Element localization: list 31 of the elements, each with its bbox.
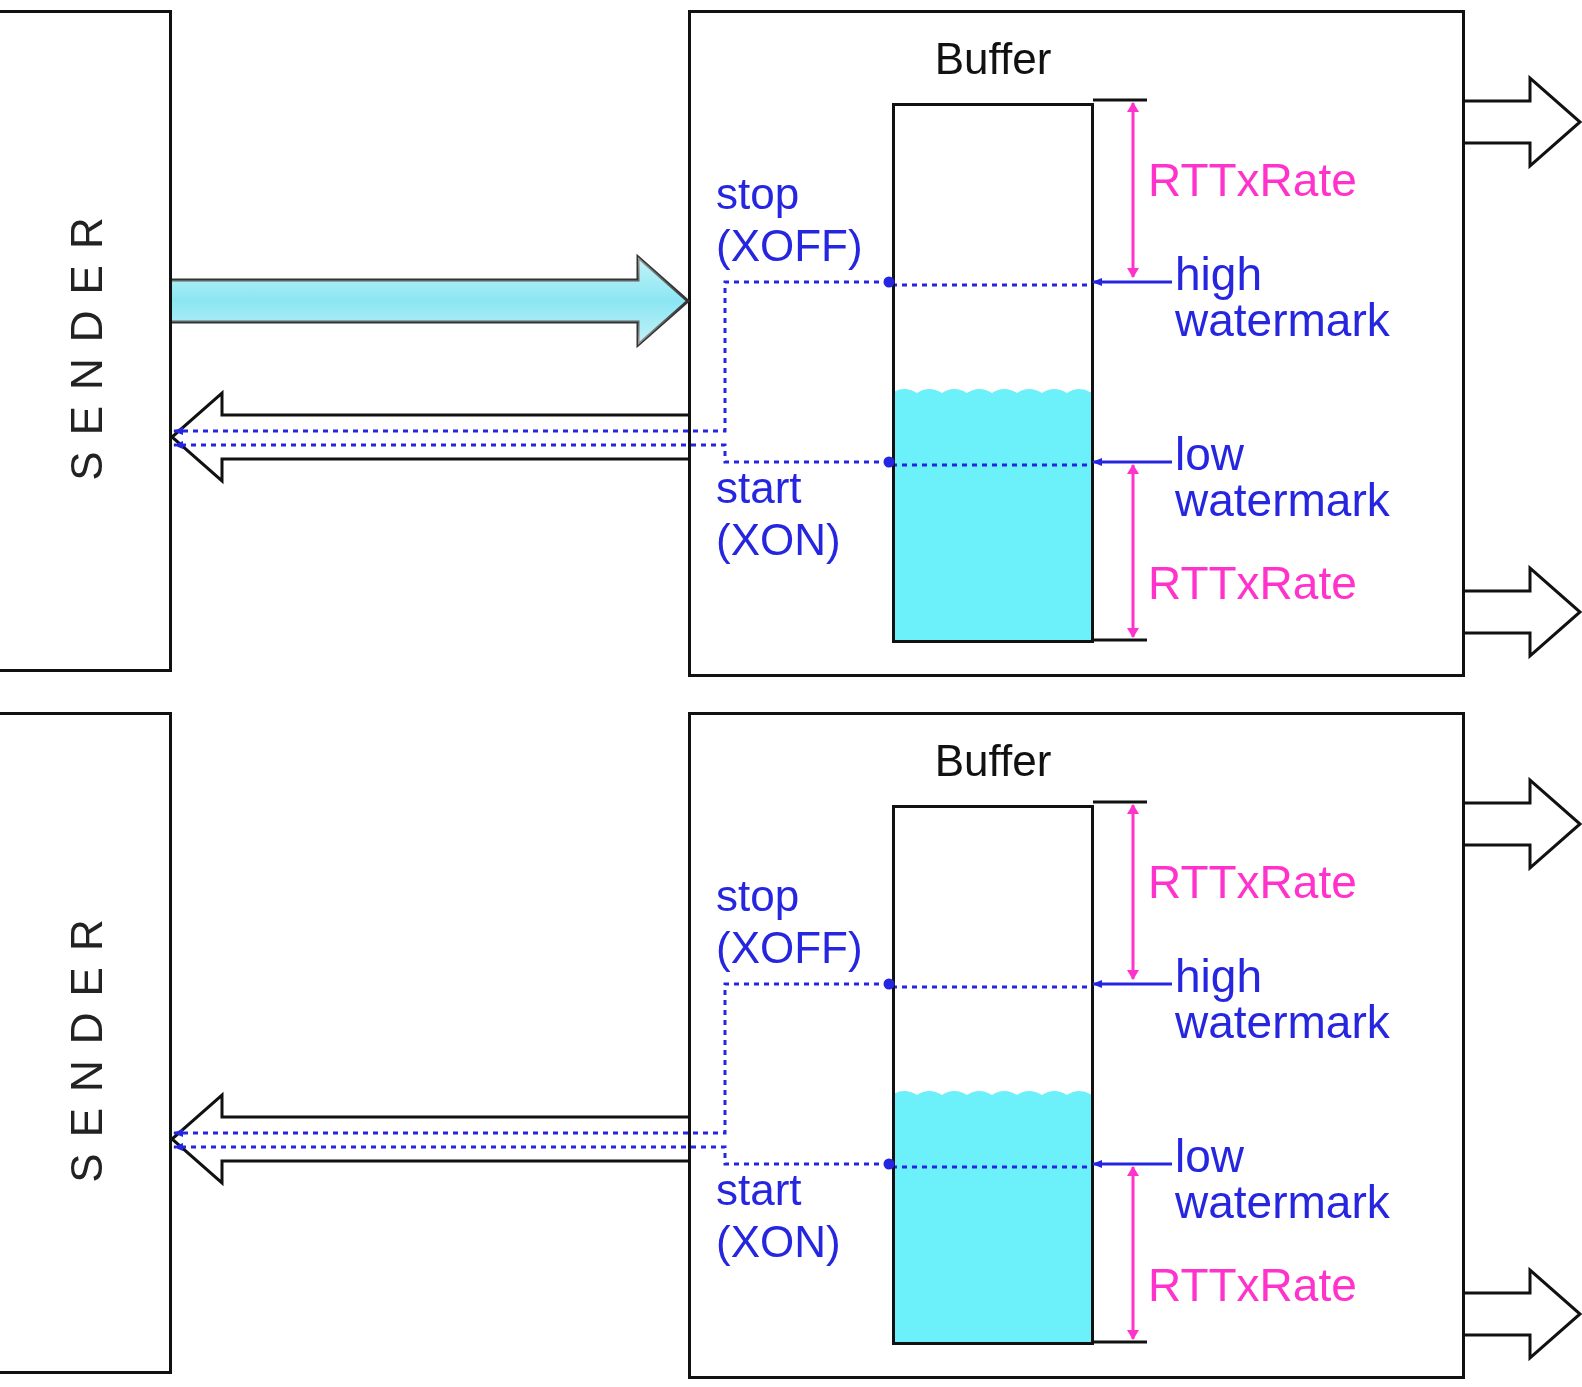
- dimension-label: RTTxRate: [1148, 1260, 1357, 1310]
- buffer-label: Buffer: [933, 35, 1053, 83]
- edge-label: start (XON): [716, 462, 842, 566]
- edge-label: start (XON): [716, 1164, 842, 1268]
- sender-label: SENDER: [62, 903, 112, 1183]
- watermark-label: low watermark: [1175, 431, 1457, 527]
- pointer-arrow: [1092, 458, 1172, 466]
- pointer-arrow: [1092, 980, 1172, 988]
- edge-label: stop (XOFF): [716, 168, 864, 272]
- watermark-label: high watermark: [1175, 953, 1457, 1049]
- output-arrow: [1463, 1266, 1582, 1362]
- watermark-label: high watermark: [1175, 251, 1457, 347]
- output-arrow: [1463, 74, 1582, 170]
- receiver-box: [688, 712, 1465, 1379]
- edge-label: stop (XOFF): [716, 870, 864, 974]
- pointer-arrow: [1092, 278, 1172, 286]
- buffer-label: Buffer: [933, 737, 1053, 785]
- dimension-label: RTTxRate: [1148, 558, 1357, 608]
- dimension-label: RTTxRate: [1148, 155, 1357, 205]
- hollow-arrow: [169, 389, 690, 485]
- pointer-arrow: [1092, 1160, 1172, 1168]
- hollow-arrow: [169, 1091, 690, 1187]
- watermark-label: low watermark: [1175, 1133, 1457, 1229]
- sender-label: SENDER: [62, 201, 112, 481]
- dimension-label: RTTxRate: [1148, 857, 1357, 907]
- data-flow-arrow: [170, 253, 691, 349]
- output-arrow: [1463, 776, 1582, 872]
- receiver-box: [688, 10, 1465, 677]
- output-arrow: [1463, 564, 1582, 660]
- sender-box: [0, 10, 172, 672]
- sender-box: [0, 712, 172, 1374]
